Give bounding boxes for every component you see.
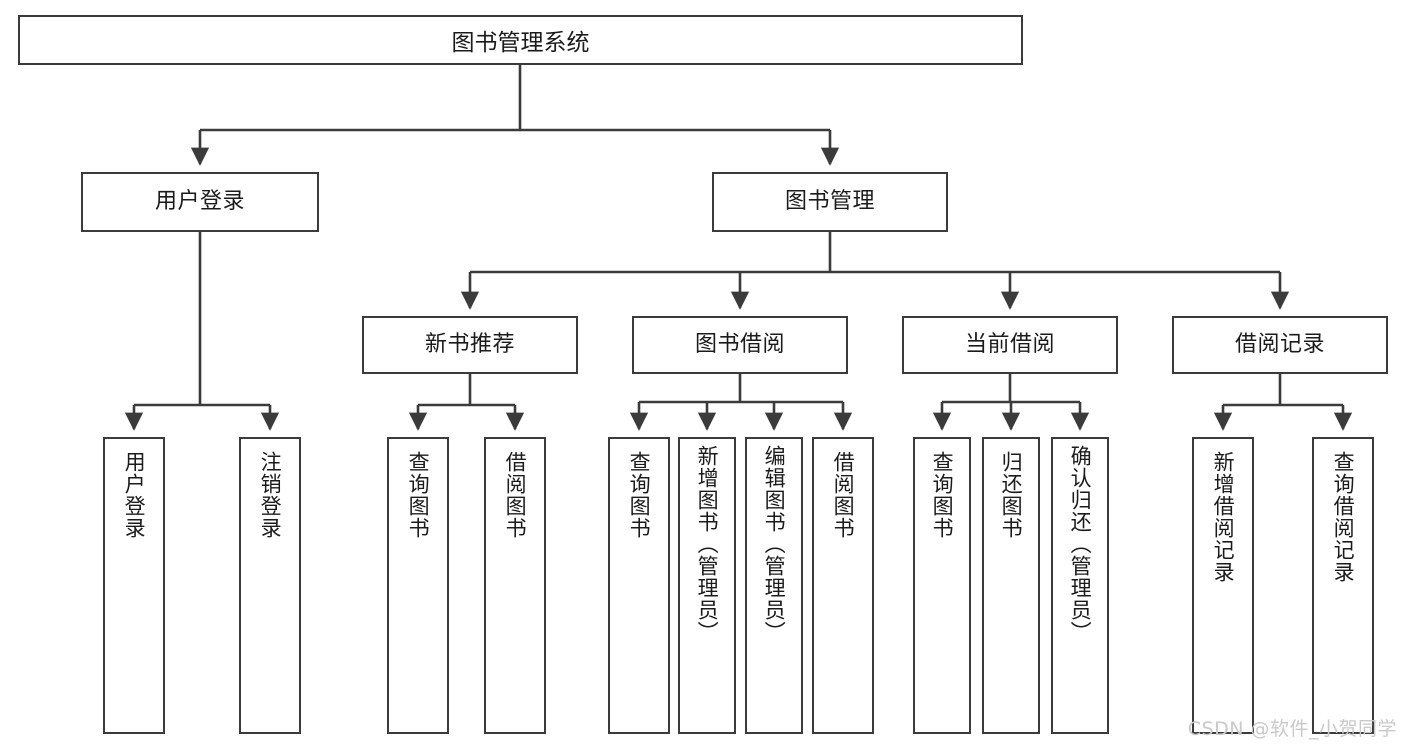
node-book-borrow-label: 图书借阅 — [694, 331, 785, 357]
node-user-login-label: 用户登录 — [154, 188, 245, 214]
leaf-logout[interactable]: 注销登录 — [239, 437, 301, 734]
node-user-login[interactable]: 用户登录 — [81, 172, 319, 232]
leaf-query-book-3-label: 查询图书 — [930, 451, 955, 539]
leaf-edit-book-label: 编辑图书（管理员） — [762, 445, 787, 643]
leaf-query-record-label: 查询借阅记录 — [1331, 451, 1356, 583]
leaf-query-book-1-label: 查询图书 — [406, 451, 431, 539]
node-borrow-record-label: 借阅记录 — [1234, 331, 1325, 357]
node-root[interactable]: 图书管理系统 — [18, 15, 1023, 65]
leaf-logout-label: 注销登录 — [258, 451, 283, 539]
leaf-borrow-book-1[interactable]: 借阅图书 — [484, 437, 546, 734]
node-current-borrow[interactable]: 当前借阅 — [902, 316, 1118, 374]
node-new-book-rec-label: 新书推荐 — [424, 331, 515, 357]
node-book-borrow[interactable]: 图书借阅 — [632, 316, 848, 374]
leaf-user-login[interactable]: 用户登录 — [103, 437, 165, 734]
leaf-query-book-2-label: 查询图书 — [627, 451, 652, 539]
leaf-user-login-label: 用户登录 — [122, 451, 147, 539]
leaf-query-book-2[interactable]: 查询图书 — [608, 437, 670, 734]
node-current-borrow-label: 当前借阅 — [964, 331, 1055, 357]
node-new-book-rec[interactable]: 新书推荐 — [362, 316, 578, 374]
leaf-query-book-3[interactable]: 查询图书 — [913, 437, 971, 734]
leaf-confirm-return[interactable]: 确认归还（管理员） — [1051, 437, 1109, 734]
node-book-manage-label: 图书管理 — [784, 188, 875, 214]
watermark: CSDN @软件_小贺同学 — [1187, 718, 1397, 740]
leaf-confirm-return-label: 确认归还（管理员） — [1068, 445, 1093, 643]
leaf-return-book[interactable]: 归还图书 — [982, 437, 1040, 734]
node-root-label: 图书管理系统 — [451, 30, 590, 56]
leaf-borrow-book-2-label: 借阅图书 — [831, 451, 856, 539]
leaf-add-record[interactable]: 新增借阅记录 — [1192, 437, 1254, 734]
leaf-query-record[interactable]: 查询借阅记录 — [1312, 437, 1374, 734]
leaf-query-book-1[interactable]: 查询图书 — [387, 437, 449, 734]
leaf-add-record-label: 新增借阅记录 — [1211, 451, 1236, 583]
leaf-add-book-label: 新增图书（管理员） — [695, 445, 720, 643]
leaf-borrow-book-1-label: 借阅图书 — [503, 451, 528, 539]
node-borrow-record[interactable]: 借阅记录 — [1172, 316, 1388, 374]
leaf-edit-book[interactable]: 编辑图书（管理员） — [745, 437, 803, 734]
leaf-borrow-book-2[interactable]: 借阅图书 — [812, 437, 874, 734]
leaf-return-book-label: 归还图书 — [999, 451, 1024, 539]
leaf-add-book[interactable]: 新增图书（管理员） — [678, 437, 736, 734]
node-book-manage[interactable]: 图书管理 — [712, 172, 948, 232]
